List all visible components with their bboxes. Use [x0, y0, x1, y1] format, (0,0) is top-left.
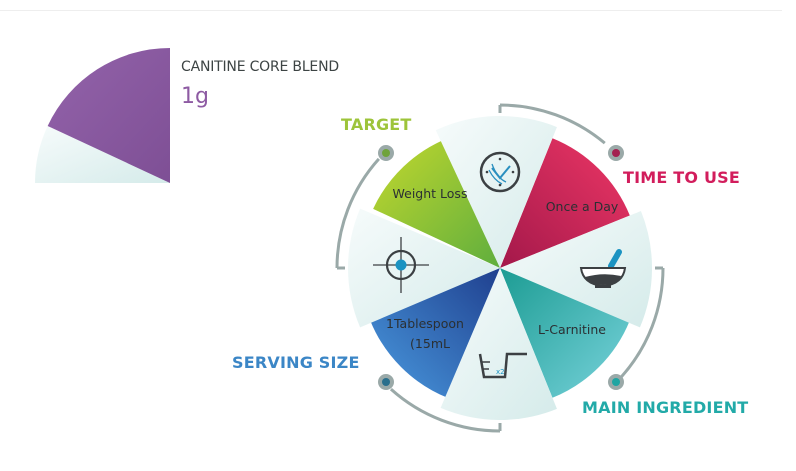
connector-ingredient — [620, 266, 665, 379]
time-heading: TIME TO USE — [623, 168, 741, 187]
crosshair-sector — [347, 208, 500, 328]
measuring-cup-icon: x2 — [478, 352, 527, 379]
connector-arcs — [335, 103, 665, 433]
blend-value: 1g — [181, 84, 209, 109]
mortar-pestle-icon — [579, 249, 627, 288]
blend-sector — [47, 48, 170, 183]
ingredient-value: L-Carnitine — [538, 322, 606, 337]
crosshair-icon — [373, 237, 429, 293]
cup-sector — [440, 268, 557, 420]
blend-title: CANITINE CORE BLEND — [181, 59, 339, 75]
target-value: Weight Loss — [393, 186, 468, 201]
time-dot — [612, 149, 620, 157]
connector-target — [335, 157, 380, 270]
connector-dots — [378, 145, 624, 390]
clock-icon — [479, 151, 521, 193]
connector-serving — [389, 388, 502, 433]
serving-sector — [370, 268, 500, 398]
cup-mark: x2 — [496, 368, 505, 376]
target-sector — [373, 138, 500, 268]
clock-sector — [435, 115, 557, 268]
target-dot — [382, 149, 390, 157]
ingredient-sector — [500, 268, 630, 398]
ingredient-heading: MAIN INGREDIENT — [582, 398, 749, 417]
serving-value-line1: 1Tablespoon — [386, 316, 464, 331]
mortar-sector — [500, 211, 652, 328]
blend-remainder-sector — [35, 125, 170, 183]
serving-heading: SERVING SIZE — [232, 353, 360, 372]
serving-dot — [382, 378, 390, 386]
top-divider — [0, 10, 782, 11]
time-sector — [500, 138, 630, 268]
target-heading: TARGET — [341, 115, 412, 134]
ingredient-dot — [612, 378, 620, 386]
time-value: Once a Day — [546, 199, 619, 214]
serving-value-line2: (15mL — [410, 336, 450, 351]
connector-time — [498, 103, 606, 145]
